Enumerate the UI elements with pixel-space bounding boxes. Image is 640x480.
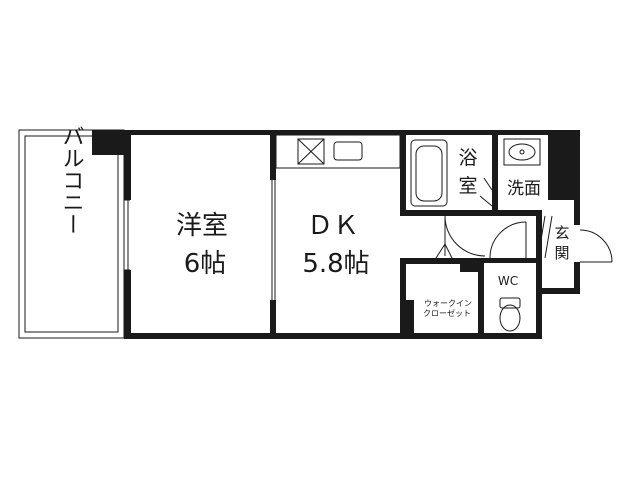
washroom-label: 洗面 [507,179,541,199]
closet-label-1: ウォークイン [424,299,472,308]
wc-label: WC [498,274,518,288]
entrance-label-2: 関 [554,244,569,262]
closet-label-2: クローゼット [423,308,471,318]
bath-label-1: 浴 [458,147,477,169]
entrance-label-1: 玄 [554,224,569,242]
bath-label-2: 室 [458,175,477,197]
dk-name: ＤＫ [307,211,359,241]
kitchen-counter [275,134,401,169]
wash-basin [503,138,541,166]
bath-tub [410,139,448,207]
western-room-name: 洋室 [176,211,228,241]
western-room-size: 6帖 [184,249,227,279]
washer-pan [553,172,579,198]
balcony-label: バルコニー [59,125,84,235]
walls [92,130,580,339]
sliding-door-western [127,180,276,300]
dk-size: 5.8帖 [302,249,369,279]
toilet-fixture [499,297,521,332]
doors [435,177,613,263]
